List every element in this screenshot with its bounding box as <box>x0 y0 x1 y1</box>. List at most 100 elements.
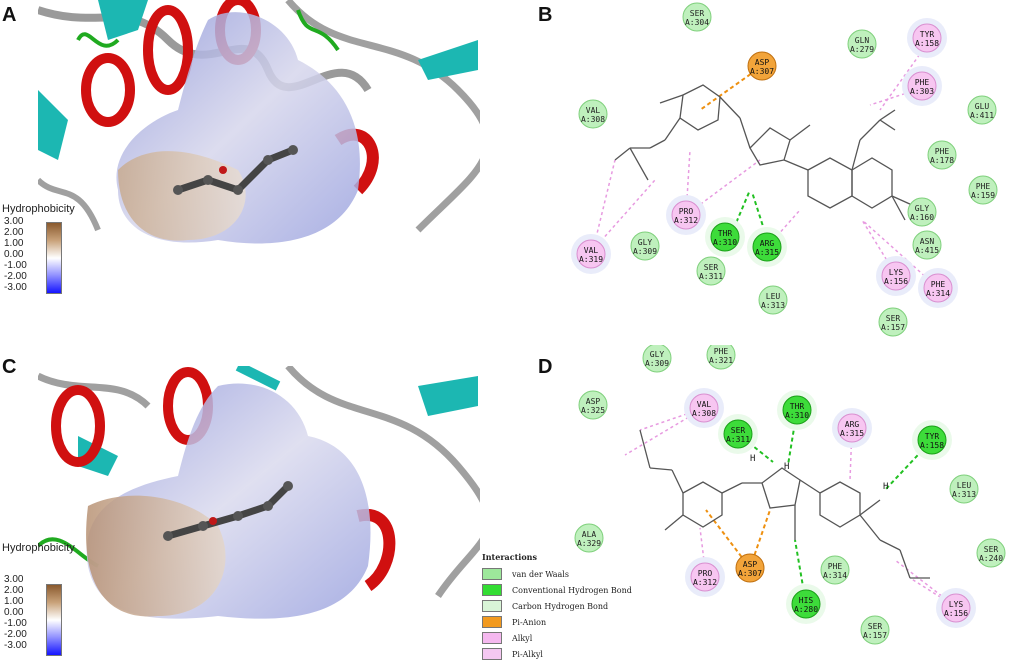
legend-item: Pi-Anion <box>482 614 632 630</box>
residue-name: ARG <box>760 239 775 248</box>
colorbar-tick: 2.00 <box>4 585 24 596</box>
residue-name: GLY <box>638 238 653 247</box>
residue-circle <box>860 615 890 645</box>
colorbar-tick: 0.00 <box>4 607 24 618</box>
hydrophobicity-colorbar <box>46 222 62 294</box>
residue-circle <box>630 231 660 261</box>
residue-name: PHE <box>915 78 930 87</box>
residue-id: A:304 <box>685 18 709 27</box>
residue-name: PHE <box>976 182 991 191</box>
residue-name: ASP <box>743 560 758 569</box>
legend-title: Interactions <box>482 552 538 562</box>
interaction-diagram-b: SERA:304GLNA:279TYRA:158ASPA:307PHEA:303… <box>571 2 998 337</box>
residue-name: LEU <box>957 481 972 490</box>
residue-circle <box>689 393 719 423</box>
residue-id: A:329 <box>577 539 601 548</box>
residue-id: A:156 <box>884 277 908 286</box>
residue-name: GLN <box>855 36 870 45</box>
residue-name: GLY <box>650 350 665 359</box>
colorbar-tick: 1.00 <box>4 238 24 249</box>
protein-surface-render-a <box>38 0 480 262</box>
residue-name: ALA <box>582 530 597 539</box>
legend-swatch <box>482 616 502 628</box>
legend-item: Conventional Hydrogen Bond <box>482 582 632 598</box>
residue-circle <box>917 425 947 455</box>
legend-label: Conventional Hydrogen Bond <box>512 585 632 595</box>
legend-label: Carbon Hydrogen Bond <box>512 601 609 611</box>
residue-id: A:309 <box>645 359 669 368</box>
residue-name: TYR <box>920 30 935 39</box>
residue-circle <box>723 419 753 449</box>
colorbar-tick: 0.00 <box>4 249 24 260</box>
residue-id: A:160 <box>910 213 934 222</box>
residue-circle <box>747 51 777 81</box>
residue-id: A:280 <box>794 605 818 614</box>
legend-item: Pi-Alkyl <box>482 646 632 662</box>
residue-id: A:157 <box>863 631 887 640</box>
residue-name: VAL <box>586 106 601 115</box>
ligand-structure <box>639 429 930 579</box>
residue-circle <box>907 71 937 101</box>
residue-circle <box>710 222 740 252</box>
residue-name: THR <box>790 402 805 411</box>
colorbar-tick: 2.00 <box>4 227 24 238</box>
residue-name: THR <box>718 229 733 238</box>
residue-circle <box>878 307 908 337</box>
residue-name: PHE <box>935 147 950 156</box>
interaction-diagram-d: HHH GLYA:309PHEA:321ASPA:325VALA:308THRA… <box>574 345 1006 645</box>
residue-name: GLY <box>915 204 930 213</box>
residue-id: A:303 <box>910 87 934 96</box>
residue-id: A:309 <box>633 247 657 256</box>
residue-id: A:411 <box>970 111 994 120</box>
residue-circle <box>847 29 877 59</box>
residue-id: A:314 <box>926 289 950 298</box>
legend-label: Pi-Anion <box>512 617 547 627</box>
colorbar-tick: -2.00 <box>4 629 27 640</box>
residue-id: A:313 <box>952 490 976 499</box>
residue-name: HIS <box>799 596 814 605</box>
legend-swatch <box>482 584 502 596</box>
colorbar-title: Hydrophobicity <box>2 203 75 215</box>
residue-circle <box>927 140 957 170</box>
legend-swatch <box>482 648 502 660</box>
residue-name: LYS <box>889 268 904 277</box>
residue-circle <box>578 390 608 420</box>
legend-swatch <box>482 632 502 644</box>
residue-id: A:315 <box>755 248 779 257</box>
residue-id: A:157 <box>881 323 905 332</box>
legend-label: Alkyl <box>512 633 533 643</box>
residue-circle <box>576 239 606 269</box>
residue-circle <box>837 413 867 443</box>
residue-circle <box>791 589 821 619</box>
residue-id: A:310 <box>785 411 809 420</box>
residue-name: PHE <box>931 280 946 289</box>
residue-id: A:307 <box>750 67 774 76</box>
residue-id: A:312 <box>693 578 717 587</box>
panel-c: C Hyd <box>0 352 480 666</box>
hydrogen-label: H <box>750 454 755 464</box>
residue-name: PHE <box>828 562 843 571</box>
residue-name: SER <box>690 9 705 18</box>
colorbar-tick: -1.00 <box>4 260 27 271</box>
hydrogen-label: H <box>784 462 789 472</box>
residue-id: A:159 <box>971 191 995 200</box>
residue-name: ASN <box>920 237 935 246</box>
residue-name: ARG <box>845 420 860 429</box>
residue-id: A:315 <box>840 429 864 438</box>
residue-name: TYR <box>925 432 940 441</box>
interactions-legend: Interactions van der Waals Conventional … <box>482 552 632 662</box>
legend-label: Pi-Alkyl <box>512 649 543 659</box>
